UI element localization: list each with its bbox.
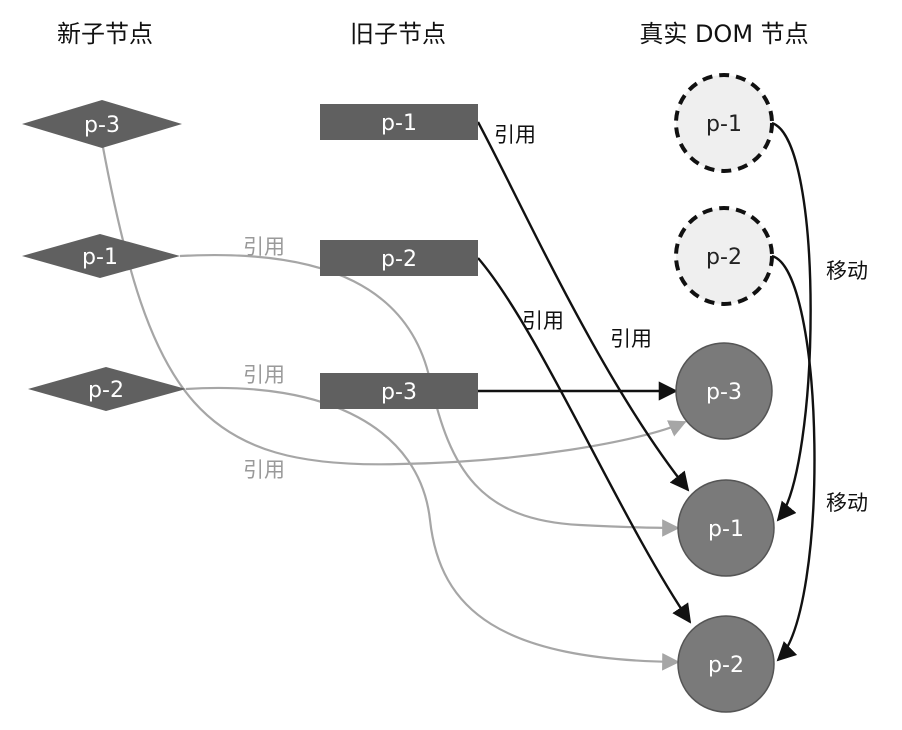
old-node-p1-label: p-1 — [381, 111, 417, 136]
old-node-p3: p-3 — [320, 373, 478, 409]
dom-node-p3: p-3 — [675, 342, 773, 440]
ghost-dom-node-p1: p-1 — [674, 73, 774, 173]
ref-edge-old-p2 — [477, 257, 692, 624]
edge-label-ref-old-p2: 引用 — [522, 309, 564, 333]
edge-label-ref-new-p2: 引用 — [243, 363, 285, 387]
ghost-dom-node-p2: p-2 — [674, 206, 774, 306]
header-real-dom: 真实 DOM 节点 — [639, 20, 808, 48]
old-node-p2: p-2 — [320, 240, 478, 276]
header-new-children: 新子节点 — [57, 20, 153, 48]
dom-node-p1: p-1 — [677, 479, 775, 577]
header-old-children: 旧子节点 — [350, 20, 446, 48]
edge-label-move-top: 移动 — [826, 259, 868, 283]
edge-label-ref-old-p1: 引用 — [494, 123, 536, 147]
dom-node-p1-label: p-1 — [708, 517, 744, 542]
new-node-p3: p-3 — [22, 100, 182, 148]
old-node-p1: p-1 — [320, 104, 478, 140]
move-edge-p2 — [771, 254, 816, 662]
move-edge-p1 — [771, 121, 812, 522]
new-node-p2-label: p-2 — [88, 378, 124, 403]
edge-label-ref-new-p3: 引用 — [243, 458, 285, 482]
new-node-p1-label: p-1 — [82, 245, 118, 270]
new-node-p2: p-2 — [28, 367, 186, 411]
edge-label-move-bottom: 移动 — [826, 491, 868, 515]
ref-edge-old-p1 — [476, 121, 690, 492]
edge-label-ref-new-p1: 引用 — [243, 235, 285, 259]
old-node-p2-label: p-2 — [381, 247, 417, 272]
edge-label-ref-old-p1-mid: 引用 — [610, 327, 652, 351]
new-node-p3-label: p-3 — [84, 113, 120, 138]
new-node-p1: p-1 — [22, 234, 180, 278]
dom-node-p2-label: p-2 — [708, 653, 744, 678]
old-node-p3-label: p-3 — [381, 380, 417, 405]
dom-node-p2: p-2 — [677, 615, 775, 713]
dom-node-p3-label: p-3 — [706, 380, 742, 405]
ghost-dom-node-p2-label: p-2 — [706, 245, 742, 270]
ghost-dom-node-p1-label: p-1 — [706, 112, 742, 137]
ref-edge-new-p2 — [185, 386, 680, 671]
ref-edge-new-p3 — [100, 141, 687, 466]
